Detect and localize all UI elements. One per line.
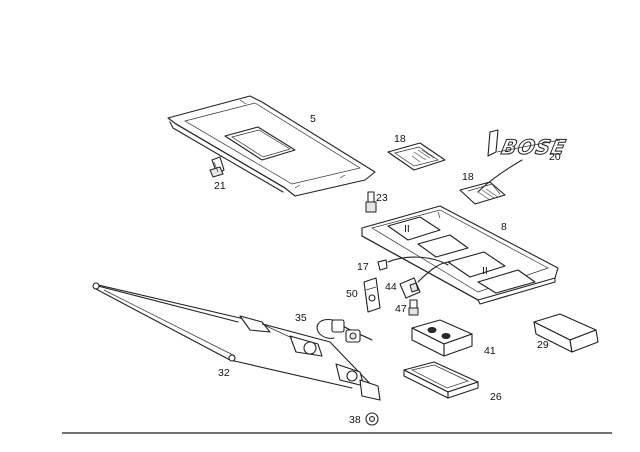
callout-17: 17 [357,261,369,273]
callout-8: 8 [501,221,507,233]
part-29-pad [533,313,599,353]
callout-50: 50 [346,288,358,300]
svg-text:II: II [482,265,488,277]
part-8-rear-shelf: II II [361,205,559,305]
part-32-roller-assembly [92,282,381,401]
part-47-plug [408,299,419,316]
callout-21: 21 [214,180,226,192]
callout-41: 41 [484,345,496,357]
part-20-bose-emblem: BOSE [487,129,569,159]
part-35-cable [316,318,373,343]
part-21-clip [209,156,225,178]
bose-logo-text: BOSE [499,135,568,159]
leader-44 [417,261,451,283]
svg-text:II: II [404,223,410,235]
callout-5: 5 [310,113,316,125]
part-17-clip [377,259,388,271]
callout-44: 44 [385,281,397,293]
callout-29: 29 [537,339,549,351]
callout-32: 32 [218,367,230,379]
callout-18-lower: 18 [462,171,474,183]
callout-18-upper: 18 [394,133,406,145]
part-50-hinge [363,277,381,313]
part-5-parcel-shelf [167,95,376,197]
callout-20: 20 [549,151,561,163]
callout-26: 26 [490,391,502,403]
part-44-bracket [399,277,421,299]
callout-35: 35 [295,312,307,324]
part-18-speaker-grille-upper [387,142,446,171]
callout-47: 47 [395,303,407,315]
callout-23: 23 [376,192,388,204]
part-41-pad [411,319,473,357]
part-38-nut [365,412,379,426]
callout-38: 38 [349,414,361,426]
leader-18-20 [477,159,523,193]
part-18-speaker-grille-lower [459,181,506,205]
part-23-bolt [365,191,377,213]
part-26-tray [403,361,479,399]
